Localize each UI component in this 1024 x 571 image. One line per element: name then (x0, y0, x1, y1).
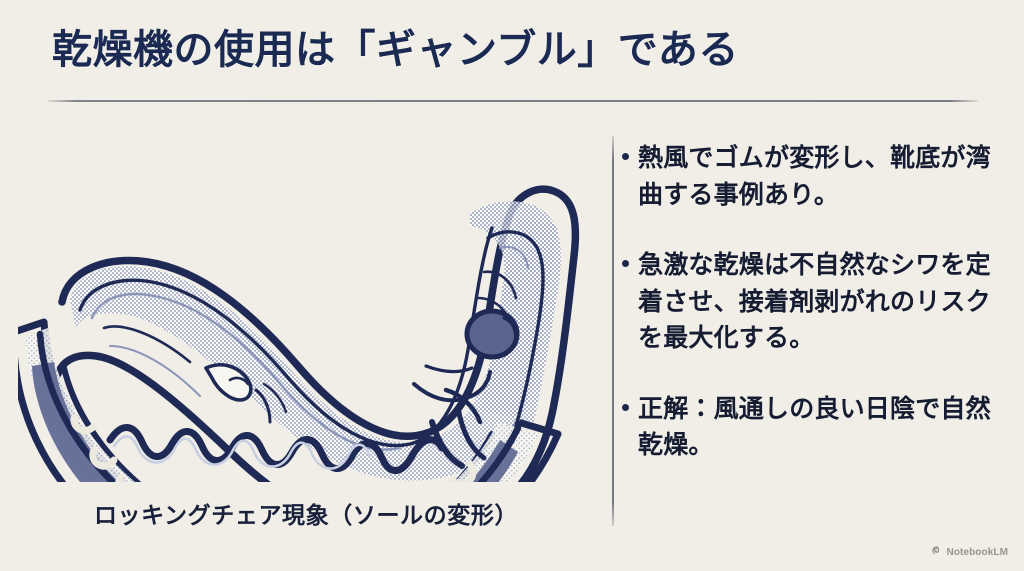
bullet-text-3: 正解：風通しの良い日陰で自然乾燥。 (638, 394, 991, 460)
bullet-item-2: 急激な乾燥は不自然なシワを定着させ、接着剤剥がれのリスクを最大化する。 (622, 247, 1002, 357)
illustration-column: ロッキングチェア現象（ソールの変形） (0, 118, 612, 558)
toe-seam-2 (109, 345, 201, 397)
collar-highlight-line (90, 292, 402, 451)
title-block: 乾燥機の使用は「ギャンブル」である (0, 26, 1024, 102)
vamp-crease-2 (262, 382, 288, 414)
column-divider (612, 136, 614, 526)
bullet-dot-icon (622, 140, 638, 160)
notebooklm-label: NotebookLM (946, 546, 1008, 558)
sole-outer-edge (18, 318, 562, 482)
bullet-item-3: 正解：風通しの良い日陰で自然乾燥。 (622, 391, 1002, 464)
title-divider (48, 100, 978, 102)
heel-pull-tab (464, 308, 520, 360)
outsole-band (36, 330, 522, 482)
tread-scallops (70, 414, 477, 482)
heel-strut-3 (443, 387, 483, 425)
bullet-dot-icon (622, 391, 638, 411)
heel-collar-highlight (498, 245, 530, 270)
heel-collar-line (486, 230, 545, 428)
vamp-crease (254, 388, 272, 424)
midsole-top-band (61, 365, 495, 482)
throat-opening (424, 364, 474, 374)
bullet-item-1: 熱風でゴムが変形し、靴底が湾曲する事例あり。 (622, 140, 1002, 213)
bullet-text-1: 熱風でゴムが変形し、靴底が湾曲する事例あり。 (638, 144, 991, 209)
notebooklm-logo-icon (931, 543, 942, 561)
lace-line (228, 376, 250, 386)
midsole-wave-highlight (112, 435, 372, 470)
heel-panel-seam (482, 270, 518, 300)
heel-strut-1 (429, 419, 465, 469)
ankle-curve (412, 370, 492, 403)
toe-seam-1 (102, 325, 192, 364)
illustration-caption: ロッキングチェア現象（ソールの変形） (93, 502, 519, 528)
bullet-text-2: 急激な乾燥は不自然なシワを定着させ、接着剤剥がれのリスクを最大化する。 (638, 251, 991, 352)
heel-pull-tab-detail (502, 316, 518, 348)
bullet-dot-icon (622, 247, 638, 267)
page-title: 乾燥機の使用は「ギャンブル」である (52, 28, 739, 72)
upper-outline (54, 185, 580, 482)
curved-shoe-illustration (18, 122, 598, 482)
lace-eyelet-panel (204, 363, 253, 402)
bullet-list: 熱風でゴムが変形し、靴底が湾曲する事例あり。 急激な乾燥は不自然なシワを定着させ… (622, 140, 1002, 464)
midsole-wave-lattice (106, 424, 446, 474)
heel-strut-2 (455, 405, 487, 461)
notebooklm-watermark: NotebookLM (931, 543, 1008, 561)
midsole-foam-slab (32, 362, 518, 482)
